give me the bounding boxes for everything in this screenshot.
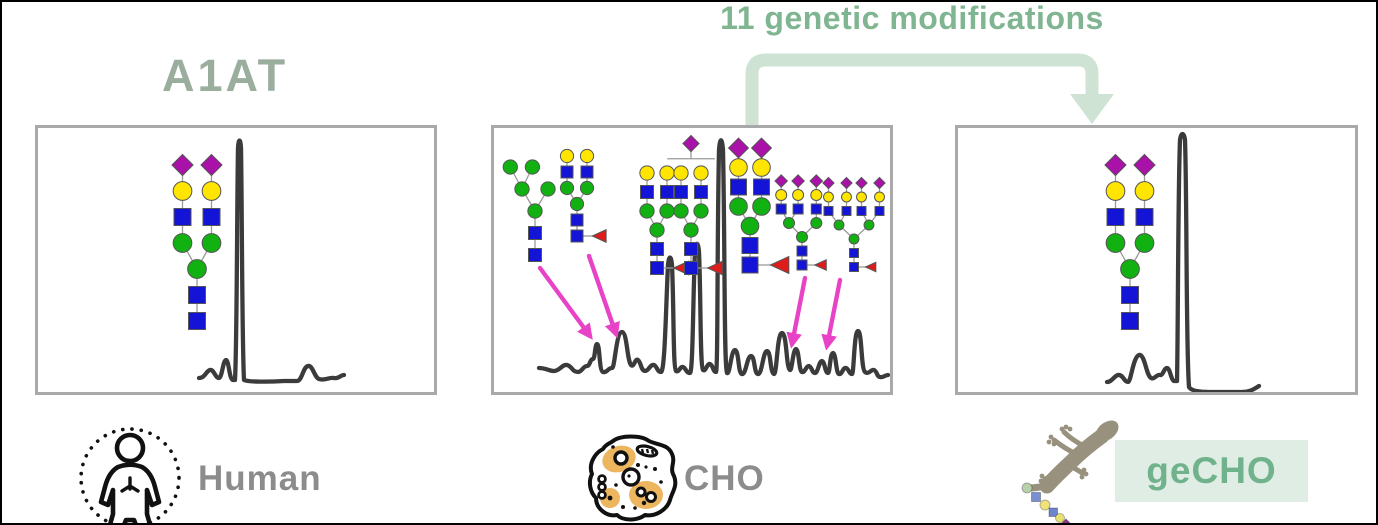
- figure-title: 11 genetic modifications: [720, 0, 1104, 36]
- dotted-circle: [79, 427, 181, 523]
- peak-annotation-arrow: [821, 277, 843, 351]
- glycan-FA2G2: [559, 148, 607, 244]
- human-chromatogram: [171, 138, 347, 384]
- glycan-A2G2S2: [1104, 153, 1156, 330]
- chest-mark: [120, 476, 140, 493]
- glycan-FA2G2S2: [727, 137, 790, 275]
- panel-human-profile: [35, 125, 437, 395]
- peak-annotation-arrow: [786, 275, 808, 349]
- gecko-head: [1095, 420, 1119, 442]
- glycan-FA2G2S1: [667, 134, 724, 276]
- glycan-FA3G3S3: [774, 174, 827, 272]
- gecho-chromatogram: [1104, 131, 1262, 392]
- gecko-icon: [1018, 416, 1130, 523]
- panel-cho-profile: [491, 125, 893, 395]
- gecho-badge: geCHO: [1115, 440, 1308, 502]
- glycan-FA2G2: [639, 165, 690, 276]
- peak-annotation-arrow: [586, 253, 620, 339]
- glycan-bead-tail: [1021, 482, 1071, 523]
- protein-label: A1AT: [162, 50, 289, 101]
- panel-gecho-profile: [955, 125, 1358, 395]
- cho-chromatogram: [502, 134, 890, 380]
- chromatogram-trace: [1104, 131, 1262, 392]
- nucleus: [621, 467, 641, 487]
- chromatogram-trace: [196, 138, 347, 384]
- cho-cell-icon: [583, 432, 683, 523]
- glycan-A2G2S2: [171, 153, 223, 330]
- person-outline: [98, 462, 162, 523]
- human-body-icon: [68, 422, 194, 523]
- human-label: Human: [198, 459, 322, 498]
- cho-label: CHO: [684, 459, 765, 498]
- peak-annotation-arrow: [537, 265, 593, 340]
- glycan-FA4G4S4: [822, 176, 886, 273]
- glycan-Man5: [502, 159, 556, 262]
- arrowhead: [1070, 94, 1114, 124]
